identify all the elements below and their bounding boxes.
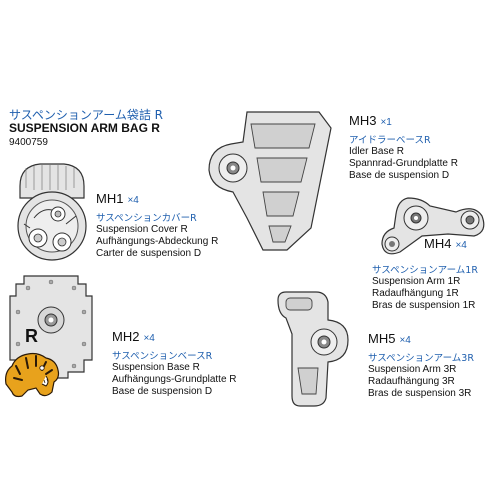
mh2-qty: ×4 — [143, 333, 155, 344]
mh5-name-jp: サスペンションアーム3R — [368, 353, 474, 364]
mh3-drawing — [208, 111, 332, 251]
mh3-name-en: Idler Base R — [349, 146, 405, 157]
mh4-label: サスペンションアーム1R Suspension Arm 1R Radaufhän… — [372, 262, 478, 312]
mh2-code: MH2 — [112, 329, 140, 344]
mh5-name-en: Suspension Arm 3R — [368, 364, 457, 375]
mh2-name-jp: サスペンションベースR — [112, 351, 213, 362]
mh3-name-fr: Base de suspension D — [349, 170, 450, 181]
mh5-code: MH5 — [368, 331, 396, 346]
mh4-qty: ×4 — [455, 240, 467, 251]
mh2-r-marking: R — [25, 326, 38, 346]
mh5-qty: ×4 — [399, 335, 411, 346]
title-japanese: サスペンションアーム袋詰 R — [9, 108, 163, 122]
mh3-name-de: Spannrad-Grundplatte R — [349, 158, 458, 169]
mh4-name-jp: サスペンションアーム1R — [372, 265, 478, 276]
mh2-name-fr: Base de suspension D — [112, 386, 213, 397]
mh4-name-en: Suspension Arm 1R — [372, 276, 461, 287]
mh3-name-jp: アイドラーベースR — [349, 135, 431, 146]
mh5-name-de: Radaufhängung 3R — [368, 376, 455, 387]
mh4-drawing — [381, 197, 485, 255]
mh3-label: MH3×1 アイドラーベースR Idler Base R Spannrad-Gr… — [349, 112, 458, 182]
mh1-drawing — [17, 163, 87, 261]
mh2-drawing — [9, 275, 93, 379]
mh1-name-fr: Carter de suspension D — [96, 248, 202, 259]
mh3-qty: ×1 — [380, 117, 392, 128]
mh2-name-de: Aufhängungs-Grundplatte R — [112, 374, 237, 385]
mh1-label: MH1×4 サスペンションカバーR Suspension Cover R Auf… — [96, 190, 218, 260]
mh4-code: MH4 — [424, 236, 452, 251]
mh1-name-jp: サスペンションカバーR — [96, 213, 197, 224]
mh5-label: MH5×4 サスペンションアーム3R Suspension Arm 3R Rad… — [368, 330, 474, 400]
mh1-name-de: Aufhängungs-Abdeckung R — [96, 236, 219, 247]
mh5-name-fr: Bras de suspension 3R — [368, 388, 472, 399]
mh2-label: MH2×4 サスペンションベースR Suspension Base R Aufh… — [112, 328, 237, 398]
tiger-logo-icon — [5, 352, 60, 398]
mh3-code: MH3 — [349, 113, 377, 128]
part-number: 9400759 — [9, 137, 48, 148]
title-english: SUSPENSION ARM BAG R — [9, 121, 160, 135]
mh1-name-en: Suspension Cover R — [96, 224, 188, 235]
mh4-name-fr: Bras de suspension 1R — [372, 300, 476, 311]
mh2-name-en: Suspension Base R — [112, 362, 200, 373]
mh1-code: MH1 — [96, 191, 124, 206]
mh4-code-row: MH4×4 — [424, 235, 467, 253]
mh4-name-de: Radaufhängung 1R — [372, 288, 459, 299]
mh1-qty: ×4 — [127, 195, 139, 206]
mh5-drawing — [277, 291, 349, 407]
